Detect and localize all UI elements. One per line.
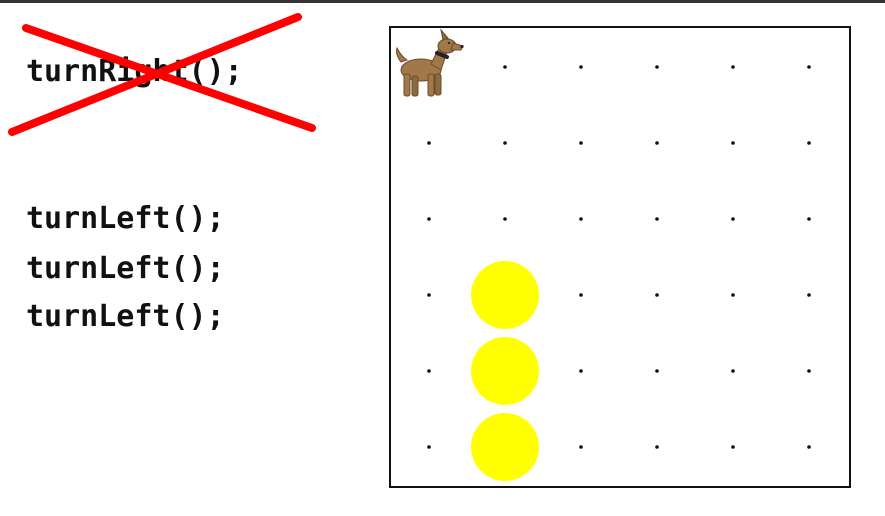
grid-dot	[807, 445, 811, 449]
grid-dot	[503, 217, 507, 221]
grid-dot	[579, 369, 583, 373]
grid-dot	[731, 217, 735, 221]
grid-dot	[807, 293, 811, 297]
grid-dot	[427, 445, 431, 449]
grid-dot	[731, 141, 735, 145]
tennis-ball	[471, 337, 539, 405]
grid-dot	[579, 217, 583, 221]
dog-icon	[396, 28, 464, 97]
cross-stroke-2	[8, 13, 302, 136]
grid-dot	[503, 65, 507, 69]
grid-dot	[655, 369, 659, 373]
cross-out-icon	[8, 13, 316, 136]
grid-dot	[655, 65, 659, 69]
grid-dot	[731, 65, 735, 69]
grid-dot	[655, 293, 659, 297]
code-line-2: turnLeft();	[26, 251, 225, 286]
grid-dot	[807, 217, 811, 221]
grid-dot	[655, 217, 659, 221]
world-canvas	[427, 65, 811, 481]
world-grid	[389, 26, 851, 488]
grid-dot	[655, 445, 659, 449]
top-divider	[0, 0, 885, 3]
grid-dot	[655, 141, 659, 145]
grid-dot	[503, 141, 507, 145]
grid-dot	[807, 369, 811, 373]
grid-dot	[579, 141, 583, 145]
grid-dot	[427, 217, 431, 221]
grid-dot	[731, 369, 735, 373]
code-line-1: turnLeft();	[26, 201, 225, 236]
grid-dot	[427, 141, 431, 145]
grid-dot	[579, 65, 583, 69]
cross-stroke-1	[22, 24, 316, 132]
grid-dot	[579, 445, 583, 449]
code-line-3: turnLeft();	[26, 299, 225, 334]
tennis-ball	[471, 261, 539, 329]
grid-dot	[807, 65, 811, 69]
grid-dot	[731, 445, 735, 449]
grid-dot	[427, 369, 431, 373]
tennis-ball	[471, 413, 539, 481]
grid-dot	[579, 293, 583, 297]
grid-dot	[731, 293, 735, 297]
grid-dot	[427, 293, 431, 297]
grid-dot	[807, 141, 811, 145]
